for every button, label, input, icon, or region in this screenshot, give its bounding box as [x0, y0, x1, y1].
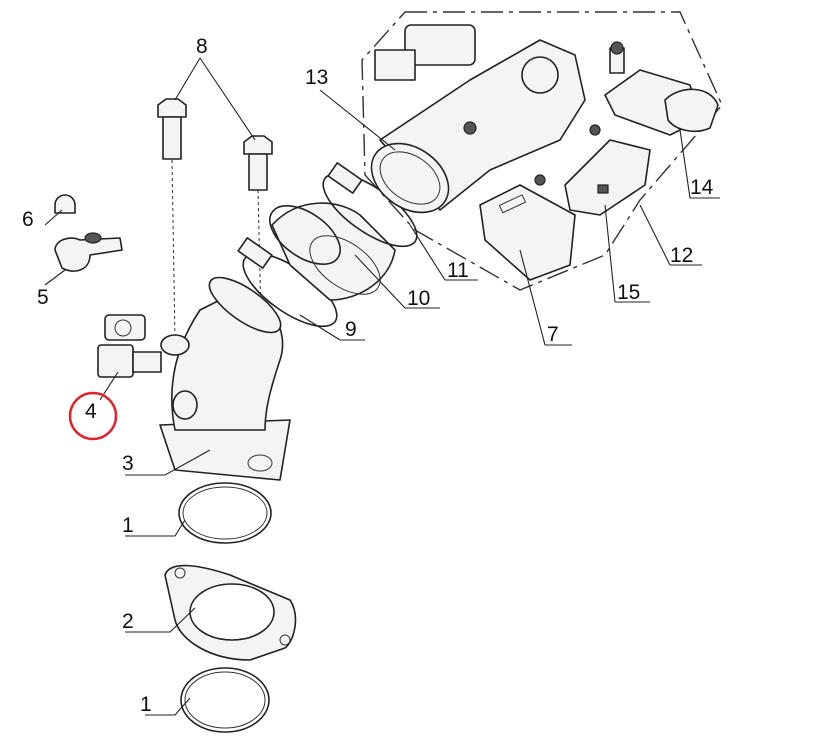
sensor-15	[564, 139, 651, 216]
throttle-body-13	[370, 24, 601, 214]
leader-lines	[44, 57, 720, 716]
label-part-7: 7	[547, 323, 559, 346]
sensor-7	[479, 184, 576, 281]
idle-valve-14	[604, 41, 719, 136]
label-part-9: 9	[345, 318, 357, 341]
intake-manifold-3	[159, 276, 291, 481]
label-part-14: 14	[690, 176, 714, 199]
label-part-13: 13	[305, 66, 328, 89]
label-part-11: 11	[447, 259, 469, 282]
hose-10	[269, 202, 396, 301]
label-part-10: 10	[407, 287, 430, 310]
label-part-8: 8	[196, 35, 208, 58]
label-part-2: 2	[122, 610, 134, 633]
label-part-1-upper: 1	[122, 514, 134, 537]
label-part-12: 12	[670, 244, 693, 267]
sensor-4	[97, 314, 162, 378]
highlight-circle	[68, 391, 118, 441]
label-part-5: 5	[37, 286, 49, 309]
label-part-1-lower: 1	[140, 693, 152, 716]
fitting-5	[54, 232, 123, 272]
label-part-15: 15	[617, 281, 640, 304]
clip-6	[54, 194, 76, 214]
bolt-8-right	[243, 135, 273, 361]
label-part-3: 3	[122, 452, 134, 475]
label-part-6: 6	[22, 208, 34, 231]
gasket-2	[164, 564, 297, 661]
throttle-assembly-outline	[361, 11, 723, 291]
o-ring-1-upper	[178, 482, 272, 544]
bolt-8-left	[157, 98, 187, 341]
label-part-4: 4	[85, 400, 97, 423]
o-ring-1-lower	[180, 667, 270, 733]
